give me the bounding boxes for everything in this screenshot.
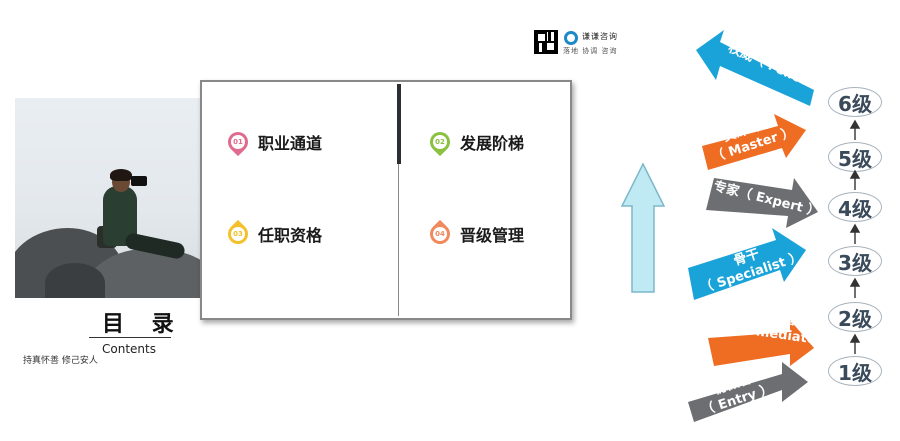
contents-panel bbox=[200, 80, 572, 320]
menu-item-label: 发展阶梯 bbox=[460, 134, 525, 153]
pin-icon: 01 bbox=[223, 127, 253, 157]
menu-item-promotion[interactable]: 04 晋级管理 bbox=[425, 219, 525, 249]
menu-item-number: 01 bbox=[231, 135, 245, 149]
brand-logo-icon bbox=[564, 31, 578, 45]
camera-icon bbox=[131, 176, 147, 186]
panel-divider-accent bbox=[397, 84, 401, 164]
menu-item-label: 职业通道 bbox=[258, 134, 323, 153]
menu-item-development-ladder[interactable]: 02 发展阶梯 bbox=[425, 127, 525, 157]
cover-photo bbox=[15, 98, 203, 298]
up-arrow-icon bbox=[620, 162, 666, 293]
page-title: 目 录 bbox=[102, 312, 184, 337]
brand-name: 谦谦咨询 bbox=[582, 32, 618, 41]
menu-item-career-path[interactable]: 01 职业通道 bbox=[223, 127, 323, 157]
drop-icon: 03 bbox=[223, 219, 253, 249]
level-5: 5级 bbox=[828, 142, 882, 172]
menu-item-number: 03 bbox=[231, 227, 245, 241]
arrow-up-icon bbox=[849, 277, 861, 287]
rank-ribbon-entry bbox=[688, 362, 808, 422]
panel-divider bbox=[398, 84, 399, 316]
drop-icon: 04 bbox=[425, 219, 455, 249]
level-4: 4级 bbox=[828, 192, 882, 222]
qr-code bbox=[534, 30, 558, 54]
rank-ribbon-master bbox=[702, 114, 806, 170]
title-underline bbox=[89, 337, 171, 338]
career-ladder-graphic bbox=[688, 30, 818, 422]
arrow-up-icon bbox=[849, 333, 861, 343]
level-up-arrows bbox=[849, 119, 861, 354]
brand-tagline: 落地 协调 咨询 bbox=[563, 47, 618, 55]
page-subtitle: Contents bbox=[102, 342, 156, 356]
motto: 持真怀善 修己安人 bbox=[23, 356, 98, 366]
arrow-up-icon bbox=[849, 119, 861, 129]
level-1: 1级 bbox=[828, 356, 882, 386]
menu-item-label: 任职资格 bbox=[258, 226, 323, 245]
menu-item-number: 02 bbox=[433, 135, 447, 149]
menu-item-qualification[interactable]: 03 任职资格 bbox=[223, 219, 323, 249]
rank-ribbon-expert bbox=[706, 178, 818, 228]
photographer-hair bbox=[110, 169, 132, 181]
level-6: 6级 bbox=[828, 87, 882, 117]
arrow-up-icon bbox=[849, 223, 861, 233]
rank-ribbon-specialist bbox=[688, 228, 806, 300]
level-2: 2级 bbox=[828, 302, 882, 332]
arrow-up-icon bbox=[849, 169, 861, 179]
rock bbox=[45, 263, 105, 298]
pin-icon: 02 bbox=[425, 127, 455, 157]
level-3: 3级 bbox=[828, 246, 882, 276]
rank-ribbon-fellow bbox=[696, 30, 814, 106]
rank-ribbon-intermediate bbox=[708, 320, 814, 366]
menu-item-label: 晋级管理 bbox=[460, 226, 525, 245]
menu-item-number: 04 bbox=[433, 227, 447, 241]
